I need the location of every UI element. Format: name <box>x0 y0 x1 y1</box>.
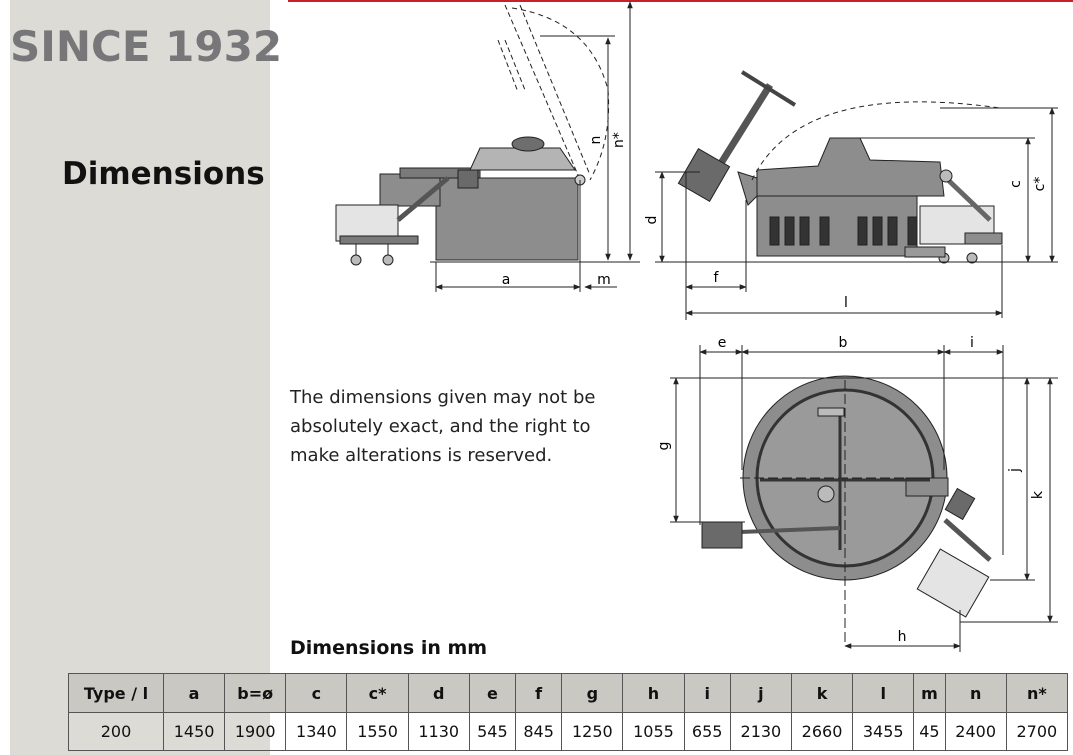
dim-label-l: l <box>844 295 848 311</box>
header-cell: c* <box>346 673 409 713</box>
top-view-drawing <box>670 345 1058 652</box>
brand-slogan: SINCE 1932 <box>10 22 283 71</box>
header-cell: e <box>468 673 517 713</box>
header-cell: f <box>515 673 563 713</box>
header-cell: h <box>622 673 685 713</box>
table-cell: 655 <box>683 712 731 751</box>
front-view-drawing <box>655 70 1058 320</box>
dim-label-n: n <box>588 136 604 145</box>
dim-label-d: d <box>644 216 660 225</box>
header-cell: Type / l <box>68 673 164 713</box>
table-cell: 3455 <box>852 712 915 751</box>
header-cell: d <box>407 673 470 713</box>
table-title: Dimensions in mm <box>290 637 488 659</box>
table-cell: 2660 <box>790 712 854 751</box>
table-cell: 1130 <box>407 712 470 751</box>
header-cell: j <box>729 673 792 713</box>
header-cell: m <box>913 673 946 713</box>
dim-label-b: b <box>839 335 848 351</box>
sidebar-panel <box>10 0 270 755</box>
dim-label-c-star: c* <box>1032 177 1048 192</box>
dim-label-i: i <box>970 335 974 351</box>
side-view-drawing <box>335 1 640 292</box>
disclaimer-note: The dimensions given may not be absolute… <box>290 387 596 466</box>
dim-label-a: a <box>502 272 511 288</box>
table-cell: 2400 <box>944 712 1007 751</box>
table-cell: 1340 <box>285 712 348 751</box>
table-cell: 845 <box>515 712 563 751</box>
table-cell: 1900 <box>224 712 287 751</box>
accent-top-line <box>288 0 1073 2</box>
header-cell: n* <box>1005 673 1069 713</box>
header-cell: a <box>162 673 226 713</box>
dim-label-h: h <box>898 629 907 645</box>
header-cell: i <box>683 673 731 713</box>
dim-label-e: e <box>718 335 727 351</box>
table-cell: 1250 <box>561 712 624 751</box>
header-cell: k <box>790 673 854 713</box>
section-title: Dimensions <box>62 156 265 192</box>
dim-label-f: f <box>714 270 720 286</box>
header-cell: c <box>285 673 348 713</box>
table-header-row: Type / l a b=ø c c* d e f g h i j k l m … <box>68 673 1069 713</box>
header-cell: b=ø <box>224 673 287 713</box>
table-cell: 1055 <box>622 712 685 751</box>
technical-drawing: a m n n* <box>335 1 1058 652</box>
dim-label-g: g <box>656 442 672 451</box>
table-cell: 2700 <box>1005 712 1069 751</box>
dimensions-table: Type / l a b=ø c c* d e f g h i j k l m … <box>68 673 1069 751</box>
dim-label-m: m <box>597 272 611 288</box>
dim-label-n-star: n* <box>611 132 627 148</box>
table-cell: 1550 <box>346 712 409 751</box>
table-cell: 200 <box>68 712 164 751</box>
table-cell: 2130 <box>729 712 792 751</box>
dim-label-j: j <box>1007 468 1023 473</box>
table-cell: 1450 <box>162 712 226 751</box>
dim-label-k: k <box>1030 490 1046 499</box>
header-cell: n <box>944 673 1007 713</box>
table-row: 200 1450 1900 1340 1550 1130 545 845 125… <box>68 712 1069 751</box>
header-cell: l <box>852 673 915 713</box>
header-cell: g <box>561 673 624 713</box>
table-cell: 545 <box>468 712 517 751</box>
table-cell: 45 <box>913 712 946 751</box>
dim-label-c: c <box>1008 180 1024 188</box>
